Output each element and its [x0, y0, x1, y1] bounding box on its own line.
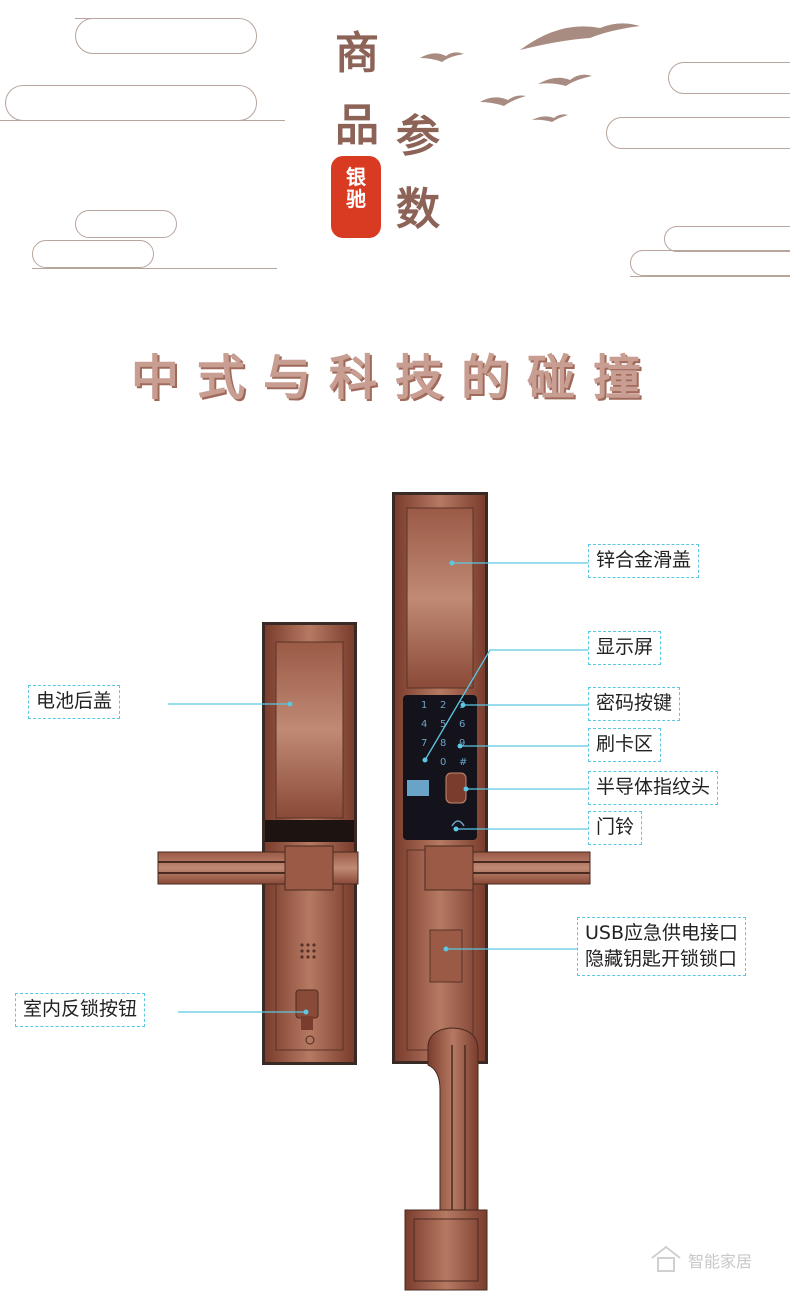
inner-panel	[262, 622, 357, 1065]
inner-handle	[157, 845, 359, 891]
title-char-4: 数	[396, 184, 440, 235]
label-inner-lock: 室内反锁按钮	[15, 993, 146, 1027]
label-slide-cover: 锌合金滑盖	[588, 544, 700, 578]
watermark-house-icon	[651, 1245, 681, 1272]
label-usb-line2: 隐藏钥匙开锁锁口	[585, 947, 738, 970]
brand-seal: 银 驰	[331, 156, 381, 238]
label-display: 显示屏	[588, 631, 662, 665]
pull-grip	[404, 1027, 488, 1291]
label-usb-port: USB应急供电接口 隐藏钥匙开锁锁口	[577, 917, 747, 977]
label-card-area: 刷卡区	[588, 728, 662, 762]
key-hash: #	[459, 757, 467, 768]
title-char-2: 品	[335, 100, 379, 151]
outer-panel	[392, 492, 488, 1064]
key-8: 8	[440, 738, 446, 749]
key-4: 4	[421, 719, 427, 730]
seal-char-2: 驰	[346, 187, 366, 211]
title-char-3: 参	[396, 111, 440, 162]
outer-handle	[424, 845, 591, 891]
callout-dots	[287, 560, 469, 1015]
label-battery-cover: 电池后盖	[28, 685, 121, 719]
callout-lines	[168, 562, 588, 1013]
key-2: 2	[440, 700, 446, 711]
key-9: 9	[459, 738, 465, 749]
key-0: 0	[440, 757, 446, 768]
seal-char-1: 银	[346, 165, 366, 189]
key-7: 7	[421, 738, 427, 749]
label-doorbell: 门铃	[588, 811, 643, 845]
key-5: 5	[440, 719, 446, 730]
title-char-1: 商	[335, 28, 379, 79]
key-6: 6	[459, 719, 465, 730]
label-fingerprint: 半导体指纹头	[588, 771, 719, 805]
headline: 中式与科技的碰撞	[130, 350, 659, 406]
key-1: 1	[421, 700, 427, 711]
birds-decoration	[420, 23, 640, 122]
label-usb-line1: USB应急供电接口	[585, 922, 739, 944]
label-keypad: 密码按键	[588, 687, 681, 721]
watermark-text: 智能家居	[688, 1252, 753, 1271]
